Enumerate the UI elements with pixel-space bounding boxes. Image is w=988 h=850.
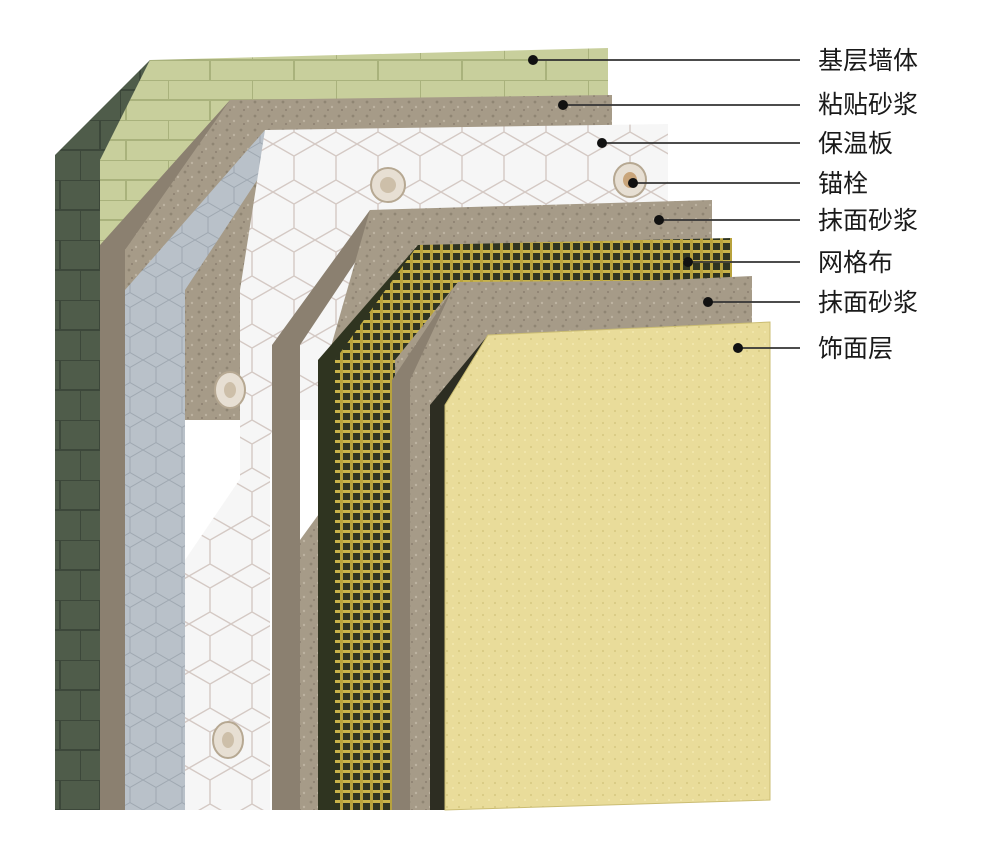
anchor-icon [212,721,244,759]
label-finish-layer: 饰面层 [818,334,893,363]
finish-layer [430,321,771,811]
leader-dot [733,343,743,353]
label-adhesive-mortar: 粘贴砂浆 [818,90,918,119]
adhesive-mortar-side [100,100,250,810]
label-insulation-board: 保温板 [818,129,893,158]
labels: 基层墙体 粘贴砂浆 保温板 锚栓 抹面砂浆 网格布 抹面砂浆 饰面层 [818,46,918,363]
leader-dot [628,178,638,188]
insulation-board-side [125,130,290,810]
leader-lines [533,59,800,349]
leader-dot [528,55,538,65]
leader-dot [558,100,568,110]
plaster-mortar-1-side [272,210,390,810]
label-plaster-mortar-1: 抹面砂浆 [818,206,918,235]
leader-dot [597,138,607,148]
label-plaster-mortar-2: 抹面砂浆 [818,288,918,317]
plaster-mortar-2-side [392,290,470,810]
mesh-cloth-layer [318,238,732,810]
label-anchor: 锚栓 [818,169,868,198]
leader-dots [528,55,743,353]
mesh-cloth-side [318,245,432,810]
label-base-wall: 基层墙体 [818,46,918,75]
finish-layer-edge [430,335,498,810]
mesh-cloth-face [335,238,732,810]
label-mesh-cloth: 网格布 [818,248,893,277]
anchor-icon [214,371,246,409]
finish-layer-face [444,321,771,811]
leader-dot [683,257,693,267]
base-wall-side [55,60,200,810]
leader-dot [654,215,664,225]
anchor-icon [370,167,406,203]
leader-dot [703,297,713,307]
